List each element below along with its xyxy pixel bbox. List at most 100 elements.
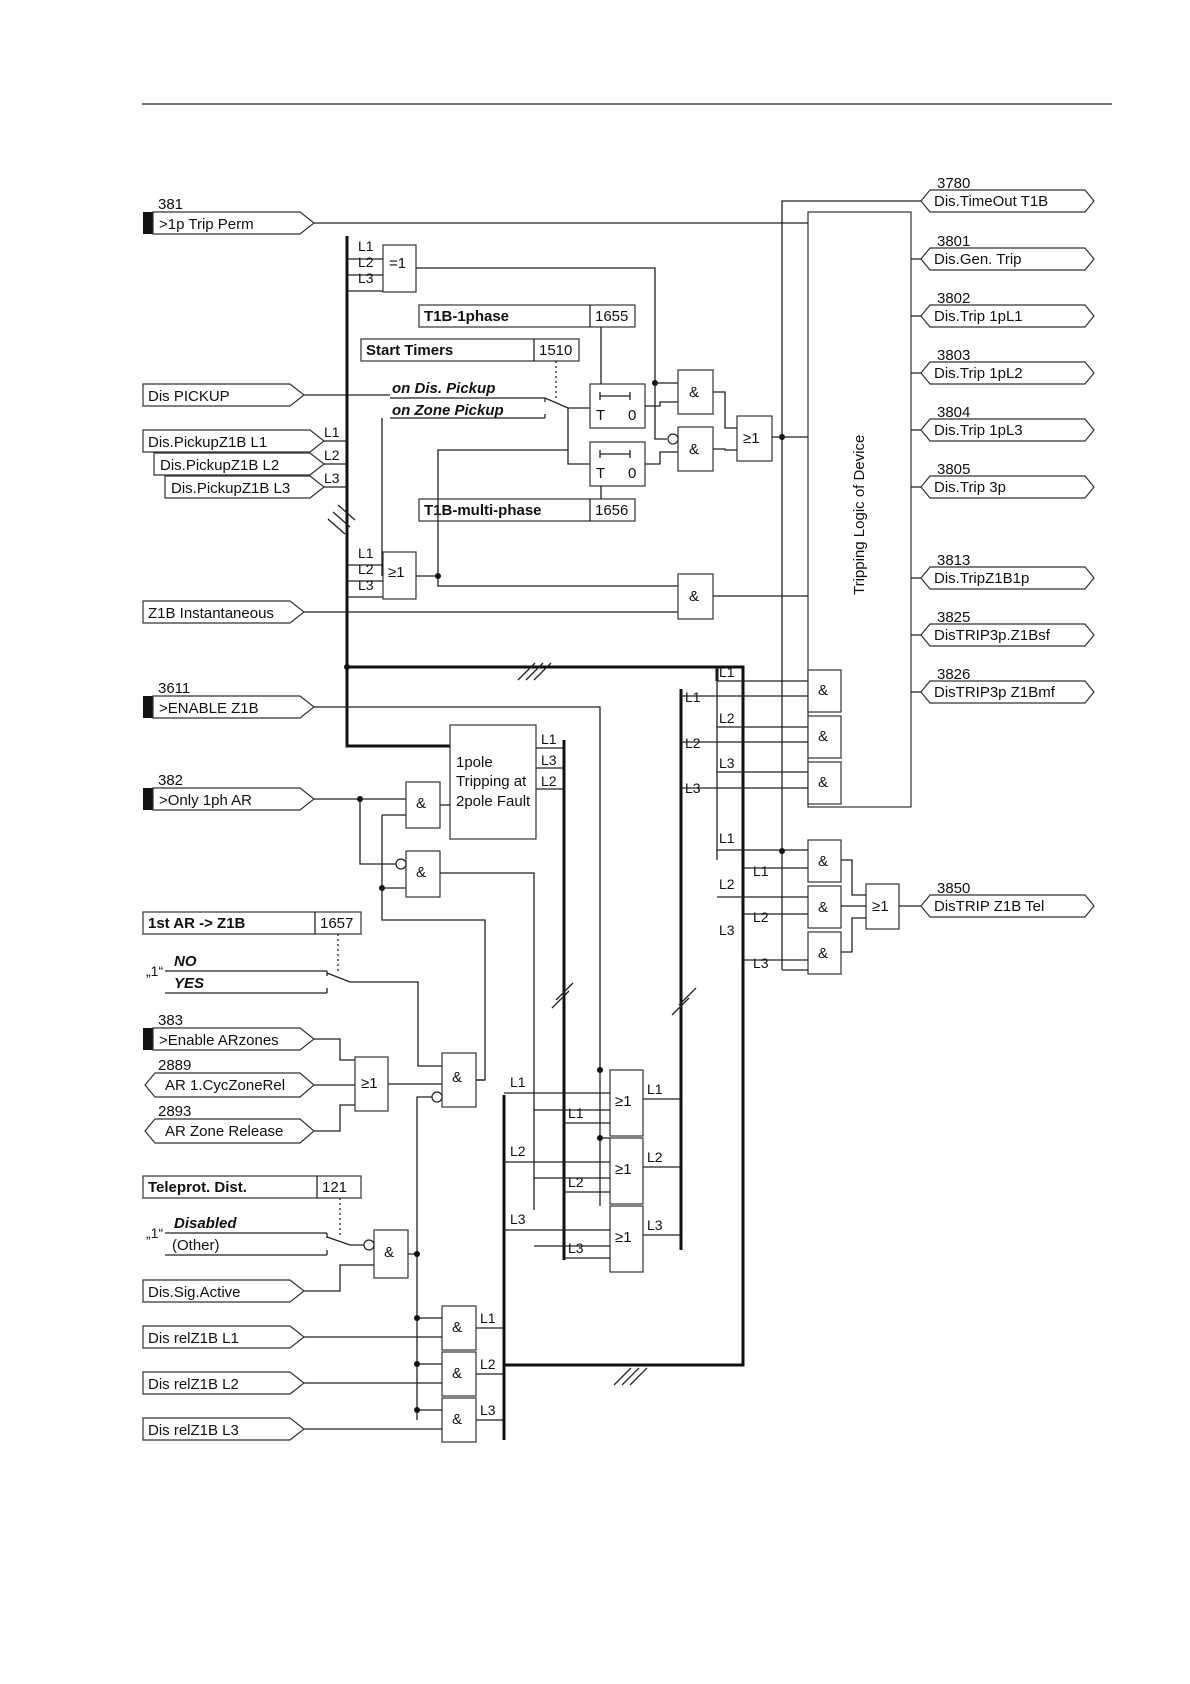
svg-text:L3: L3 <box>647 1217 663 1233</box>
timer-multiphase <box>589 441 646 487</box>
param-1st-ar-z1b: 1st AR -> Z1B 1657 <box>142 911 362 935</box>
output-3801-number: 3801 <box>937 233 970 250</box>
svg-text:L1: L1 <box>358 545 374 561</box>
svg-text:L1: L1 <box>510 1074 526 1090</box>
output-3826-label: DisTRIP3p Z1Bmf <box>934 684 1056 701</box>
svg-text:L2: L2 <box>719 710 735 726</box>
svg-text:L2: L2 <box>719 876 735 892</box>
input-3611-marker <box>143 696 153 718</box>
option-on-zone-pickup: on Zone Pickup <box>392 402 504 419</box>
param-start-timers-label: Start Timers <box>366 342 453 359</box>
input-2893-number: 2893 <box>158 1103 191 1120</box>
input-382-marker <box>143 788 153 810</box>
input-z1b-instantaneous-label: Z1B Instantaneous <box>148 605 274 622</box>
param-t1b-1phase-number: 1655 <box>595 308 628 325</box>
input-pickup-z1b-l1: Dis.PickupZ1B L1 <box>142 429 325 453</box>
input-382-label: >Only 1ph AR <box>159 792 252 809</box>
input-383-label: >Enable ARzones <box>159 1032 279 1049</box>
svg-text:L2: L2 <box>685 735 701 751</box>
and-gate-trip-l3 <box>807 761 842 805</box>
and-gate-tele <box>373 1229 409 1279</box>
input-383: 383 >Enable ARzones <box>143 1012 315 1051</box>
svg-text:L3: L3 <box>480 1402 496 1418</box>
input-381: 381 >1p Trip Perm <box>143 196 315 235</box>
onepole-line2: Tripping at <box>456 773 527 790</box>
param-start-timers: Start Timers 1510 <box>360 338 580 362</box>
or-gate-final-l2-label: ≥1 <box>615 1161 632 1178</box>
input-rel-z1b-l2-label: Dis relZ1B L2 <box>148 1376 239 1393</box>
or-gate-tel-label: ≥1 <box>872 898 889 915</box>
svg-text:L3: L3 <box>719 922 735 938</box>
output-3805-number: 3805 <box>937 461 970 478</box>
output-3804-label: Dis.Trip 1pL3 <box>934 422 1023 439</box>
svg-text:L1: L1 <box>358 238 374 254</box>
param-t1b-multi-phase: T1B-multi-phase 1656 <box>418 498 636 522</box>
svg-text:L2: L2 <box>324 447 340 463</box>
and-gate-tel-l3 <box>807 931 842 975</box>
input-rel-z1b-l1: Dis relZ1B L1 <box>142 1325 305 1349</box>
param-teleprot-dist: Teleprot. Dist. 121 <box>142 1175 362 1199</box>
output-3804: 3804 Dis.Trip 1pL3 <box>920 404 1095 442</box>
input-382: 382 >Only 1ph AR <box>143 772 315 811</box>
output-3802-label: Dis.Trip 1pL1 <box>934 308 1023 325</box>
svg-text:L1: L1 <box>753 863 769 879</box>
or-gate-final-l1 <box>609 1069 644 1137</box>
and-gate-trip-l1-label: & <box>818 682 828 699</box>
and-gate-trip-l1 <box>807 669 842 713</box>
input-pickup-z1b-l1-label: Dis.PickupZ1B L1 <box>148 434 267 451</box>
input-dis-pickup-label: Dis PICKUP <box>148 388 230 405</box>
svg-text:L2: L2 <box>647 1149 663 1165</box>
input-rel-z1b-l3-label: Dis relZ1B L3 <box>148 1422 239 1439</box>
option-one-ar: „1“ <box>146 963 163 979</box>
and-gate-t1 <box>677 369 714 415</box>
onepole-line1: 1pole <box>456 754 493 771</box>
or-gate-final-l3-label: ≥1 <box>615 1229 632 1246</box>
and-gate-instantaneous-label: & <box>689 588 699 605</box>
output-3780: 3780 Dis.TimeOut T1B <box>920 175 1095 213</box>
option-no: NO <box>174 953 197 970</box>
output-3850: 3850 DisTRIP Z1B Tel <box>920 880 1095 918</box>
svg-text:L1: L1 <box>685 689 701 705</box>
svg-text:L3: L3 <box>358 270 374 286</box>
and-gate-trip-l3-label: & <box>818 774 828 791</box>
output-3804-number: 3804 <box>937 404 970 421</box>
xor-gate <box>382 244 417 293</box>
output-3825-number: 3825 <box>937 609 970 626</box>
output-3801: 3801 Dis.Gen. Trip <box>920 233 1095 271</box>
output-3825-label: DisTRIP3p.Z1Bsf <box>934 627 1051 644</box>
input-3611: 3611 >ENABLE Z1B <box>143 680 315 719</box>
output-3826: 3826 DisTRIP3p Z1Bmf <box>920 666 1095 704</box>
timer-1phase-t: T <box>596 407 605 424</box>
input-dis-pickup: Dis PICKUP <box>142 383 305 407</box>
xor-gate-label: =1 <box>389 255 406 272</box>
output-3802: 3802 Dis.Trip 1pL1 <box>920 290 1095 328</box>
input-pickup-z1b-l2-label: Dis.PickupZ1B L2 <box>160 457 279 474</box>
input-381-marker <box>143 212 153 234</box>
param-t1b-multi-phase-label: T1B-multi-phase <box>424 502 542 519</box>
input-dis-sig-active: Dis.Sig.Active <box>142 1279 305 1303</box>
or-gate-timers <box>736 415 773 462</box>
svg-text:L2: L2 <box>358 561 374 577</box>
svg-text:L1: L1 <box>568 1105 584 1121</box>
output-3805: 3805 Dis.Trip 3p <box>920 461 1095 499</box>
input-pickup-z1b-l3: Dis.PickupZ1B L3 <box>164 475 325 499</box>
option-one-tele: „1“ <box>146 1225 163 1241</box>
input-3611-label: >ENABLE Z1B <box>159 700 259 717</box>
input-rel-z1b-l1-label: Dis relZ1B L1 <box>148 1330 239 1347</box>
svg-text:L1: L1 <box>541 731 557 747</box>
svg-text:L2: L2 <box>510 1143 526 1159</box>
input-381-label: >1p Trip Perm <box>159 216 254 233</box>
option-yes: YES <box>174 975 204 992</box>
and-gate-tel-l1-label: & <box>818 853 828 870</box>
timer-multiphase-t: T <box>596 465 605 482</box>
and-gate-ar <box>441 1052 477 1108</box>
input-2889: 2889 AR 1.CycZoneRel <box>144 1057 315 1098</box>
svg-text:L2: L2 <box>753 909 769 925</box>
param-teleprot-dist-number: 121 <box>322 1179 347 1196</box>
and-gate-382-neg-label: & <box>416 864 426 881</box>
output-3826-number: 3826 <box>937 666 970 683</box>
svg-text:L3: L3 <box>568 1240 584 1256</box>
svg-text:L2: L2 <box>358 254 374 270</box>
and-gate-tel-l2-label: & <box>818 899 828 916</box>
